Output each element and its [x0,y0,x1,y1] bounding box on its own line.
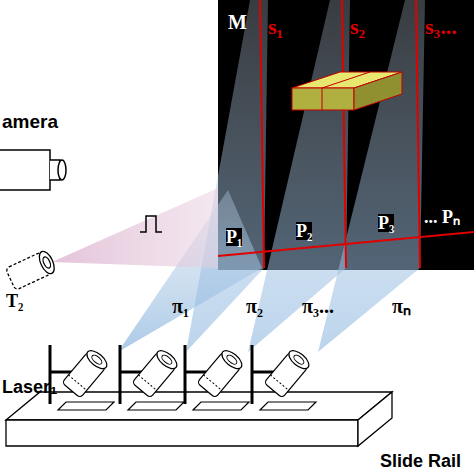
laser-planes [118,0,425,352]
rail-label: Slide Rail [380,452,461,470]
plane-label: πₙ [392,296,411,316]
camera-label: amera [2,112,58,131]
screen-label: M [228,12,247,32]
plane-label: π₂ [246,296,263,316]
laser-label: Laser₁ [2,378,57,396]
object-blocks [292,72,402,110]
stripe-label: s₁ [268,16,283,38]
camera-symbol [0,150,66,190]
point-label: P₃ [378,214,394,232]
plane-label: π₁ [172,296,189,316]
stripe-label: s₂ [350,16,365,38]
screen-panel: M [218,0,474,270]
slide-rail [6,392,392,446]
laser-units [50,345,316,410]
plane-label: π₃... [302,296,334,316]
projector-beam [52,188,218,268]
stripe-label: s₃... [425,16,457,38]
point-label: P₁ [226,228,242,246]
point-label: ... Pₙ [424,208,460,226]
stripe-lines [218,0,474,268]
point-label: P₂ [296,222,312,240]
projector-label: T₂ [6,292,23,310]
pulse-symbol [140,216,162,232]
projector-symbol [5,249,57,290]
